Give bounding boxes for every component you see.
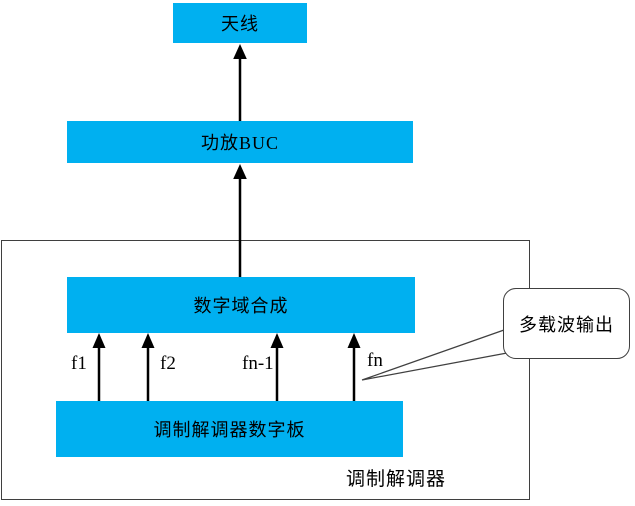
carrier-label-f1: f1 (71, 353, 87, 374)
buc-amplifier-node: 功放BUC (67, 121, 413, 163)
modem-digital-board-node-label: 调制解调器数字板 (153, 420, 306, 440)
digital-synthesis-node: 数字域合成 (67, 277, 415, 333)
carrier-label-f2: f2 (160, 353, 176, 374)
modem-digital-board-node: 调制解调器数字板 (56, 401, 403, 457)
callout-bubble: 多载波输出 (503, 288, 630, 359)
callout-label: 多载波输出 (519, 314, 614, 335)
modem-container-box (1, 240, 530, 500)
digital-synthesis-node-label: 数字域合成 (193, 296, 289, 316)
carrier-label-fn-1: fn-1 (242, 353, 274, 374)
modem-container-label: 调制解调器 (345, 469, 446, 490)
antenna-node: 天线 (173, 3, 307, 43)
antenna-node-label: 天线 (221, 14, 259, 34)
buc-amplifier-node-label: 功放BUC (200, 133, 279, 153)
up-arrow-buc-to-antenna (233, 44, 247, 121)
carrier-label-fn: fn (367, 350, 383, 371)
